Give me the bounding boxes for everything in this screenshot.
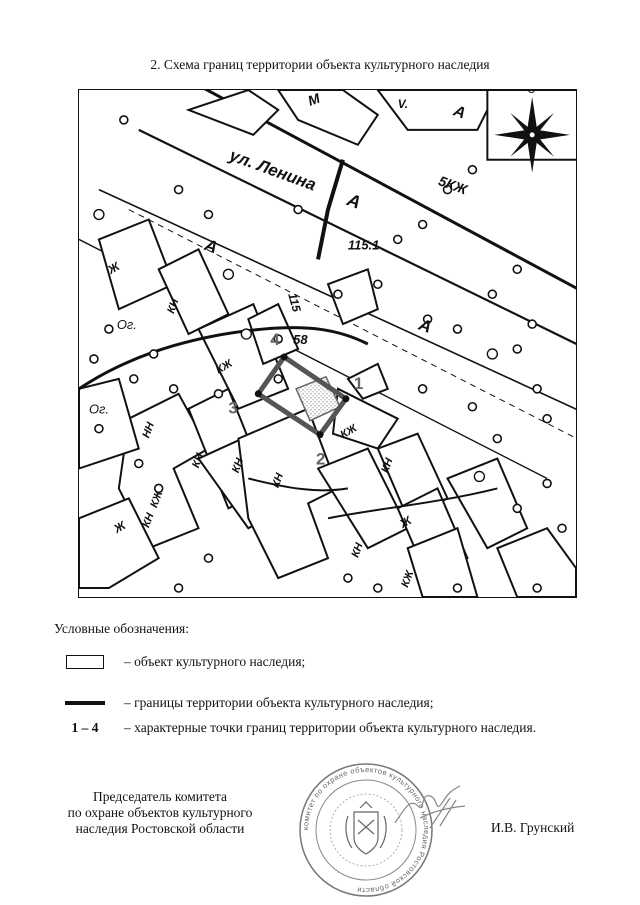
map-label-kzh4: КЖ	[399, 568, 416, 589]
map-label-a1: А	[344, 189, 364, 213]
boundary-points	[254, 353, 350, 439]
legend-title: Условные обозначения:	[54, 621, 190, 636]
map-label-kn5: КН	[140, 510, 157, 529]
coat-of-arms-icon	[345, 801, 387, 855]
compass-rose-icon: С	[494, 90, 571, 173]
signatory-line-2: по охране объектов культурного	[67, 805, 253, 820]
point-label-1: 1	[354, 374, 363, 393]
signatory-title: Председатель комитета по охране объектов…	[40, 789, 280, 837]
map-label-kn2: КН	[190, 451, 207, 470]
legend-text-boundary: – границы территории объекта культурного…	[124, 695, 434, 710]
contour-line	[79, 326, 369, 391]
map-label-kn4: КН	[270, 471, 287, 490]
map-label-m: М	[306, 90, 323, 109]
map-label-og1: Ог.	[117, 317, 137, 332]
legend-item-object: – объект культурного наследия;	[54, 654, 305, 670]
map-label-nn1: НН	[140, 420, 157, 440]
tree-markers	[89, 115, 567, 593]
legend-text-points: – характерные точки границ территории об…	[124, 720, 537, 735]
north-label: С	[527, 90, 535, 96]
official-seal-stamp: комитет по охране объектов культурного н…	[299, 763, 433, 897]
map-label-elev2: 58	[293, 332, 308, 347]
map-label-a2: А	[201, 235, 220, 257]
point-label-3: 3	[228, 399, 237, 418]
boundary-line-icon	[65, 701, 105, 705]
signatory-line-3: наследия Ростовской области	[75, 821, 245, 836]
signatory-line-1: Председатель комитета	[93, 789, 227, 804]
map-label-v: V.	[398, 97, 408, 111]
points-range-symbol: 1 – 4	[71, 720, 99, 735]
boundary-segment	[316, 159, 345, 260]
map-label-elev1: 115.1	[348, 237, 379, 252]
point-label-2: 2	[316, 450, 325, 469]
map-label-kn1: КН	[165, 296, 182, 315]
map-label-road: 115	[285, 291, 304, 313]
map-label-5kzh: 5КЖ	[437, 172, 471, 197]
legend-item-boundary: – границы территории объекта культурного…	[54, 695, 434, 711]
map-label-kn6: КН	[379, 456, 396, 475]
map-label-kn7: КН	[349, 540, 366, 559]
map-label-a3: А	[415, 315, 434, 337]
page-title: 2. Схема границ территории объекта культ…	[150, 57, 490, 72]
point-label-4: 4	[270, 330, 280, 349]
object-symbol-icon	[66, 655, 104, 669]
signer-name: И.В. Грунский	[491, 820, 575, 835]
legend-text-object: – объект культурного наследия;	[124, 654, 306, 669]
legend-item-points: 1 – 4 – характерные точки границ террито…	[54, 720, 537, 736]
street-label: ул. Ленина	[226, 145, 319, 194]
site-map-drawing: С ул. Ленина А А А А 5КЖ 115.1 58 115 М …	[79, 90, 576, 597]
poles	[93, 208, 499, 483]
map-label-og2: Ог.	[89, 402, 109, 417]
map-label-kzh3: КЖ	[148, 489, 165, 510]
map-label-kn3: КН	[230, 456, 247, 475]
handwritten-signature	[394, 785, 466, 829]
site-map: С ул. Ленина А А А А 5КЖ 115.1 58 115 М …	[78, 89, 577, 598]
map-label-a4: А	[450, 102, 468, 122]
